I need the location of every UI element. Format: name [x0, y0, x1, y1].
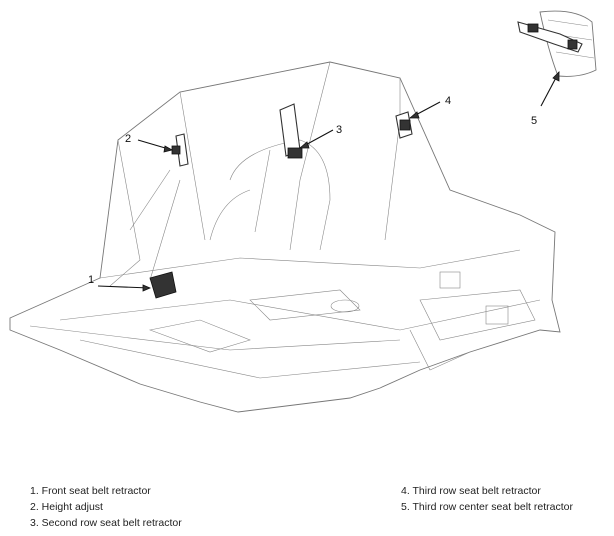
- callout-1: 1: [88, 274, 94, 286]
- legend-column-left: 1. Front seat belt retractor 2. Height a…: [30, 483, 182, 531]
- height-adjust: [171, 133, 189, 167]
- callout-2: 2: [125, 133, 131, 145]
- legend-item-third-row-retractor: 4. Third row seat belt retractor: [401, 485, 541, 497]
- callout-4: 4: [445, 95, 451, 107]
- legend: 1. Front seat belt retractor 2. Height a…: [30, 483, 600, 533]
- callout-3: 3: [336, 124, 342, 136]
- third-row-seat-belt-retractor: [395, 111, 413, 139]
- vehicle-body-outline: [9, 61, 561, 413]
- legend-item-height-adjust: 2. Height adjust: [30, 501, 103, 513]
- legend-item-second-row-retractor: 3. Second row seat belt retractor: [30, 517, 182, 529]
- front-seat-belt-retractor: [149, 271, 177, 299]
- legend-item-third-row-center-retractor: 5. Third row center seat belt retractor: [401, 501, 573, 513]
- callout-5: 5: [531, 115, 537, 127]
- leader-lines: [97, 71, 560, 292]
- vehicle-body-diagram: 1 2 3 4 5: [9, 10, 597, 413]
- legend-item-front-seat-belt-retractor: 1. Front seat belt retractor: [30, 485, 151, 497]
- legend-column-right: 4. Third row seat belt retractor 5. Thir…: [401, 483, 573, 515]
- center-retractor-inset: [517, 10, 597, 77]
- second-row-seat-belt-retractor: [279, 103, 303, 159]
